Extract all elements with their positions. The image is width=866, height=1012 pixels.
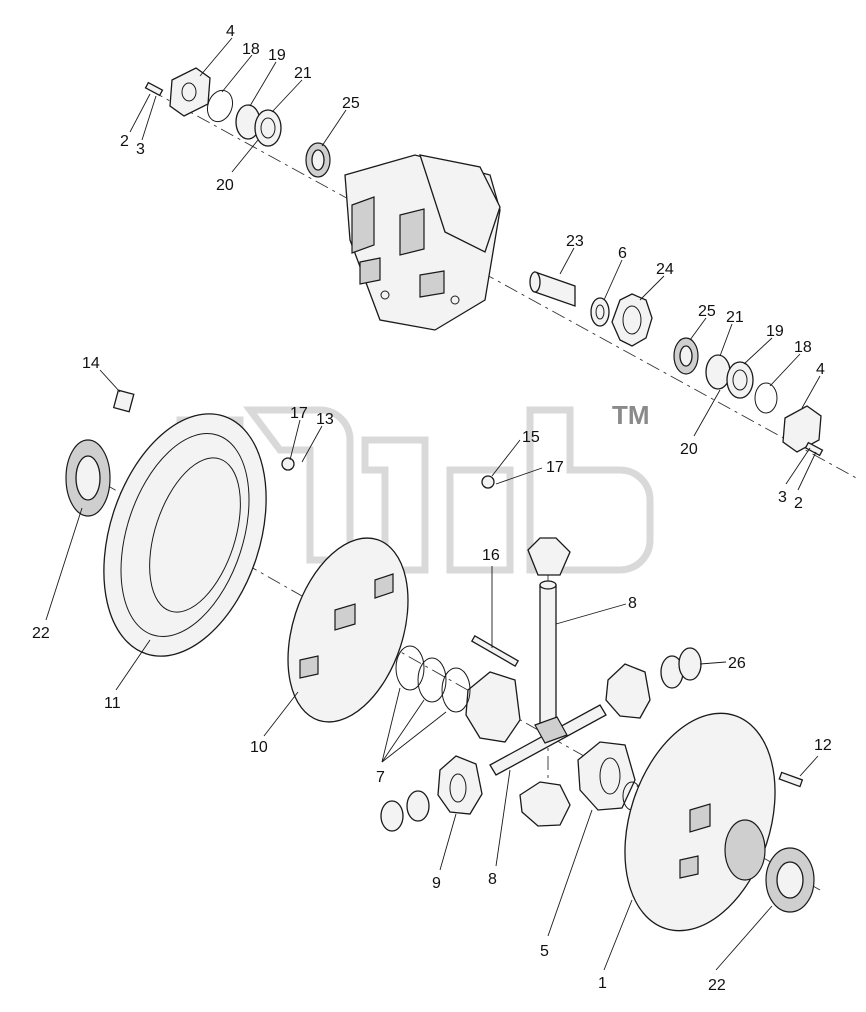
callout-26: 26 xyxy=(728,655,746,672)
leader-lines xyxy=(45,37,821,971)
callout-21: 21 xyxy=(294,65,312,82)
callout-11: 11 xyxy=(104,695,121,712)
bearing-19-21-top xyxy=(235,104,282,147)
cover-flange-top xyxy=(169,67,211,117)
seal-22-left xyxy=(65,439,111,517)
callout-6: 6 xyxy=(618,245,627,262)
callout-25: 25 xyxy=(698,303,716,320)
callout-20: 20 xyxy=(216,177,234,194)
differential-housing xyxy=(344,154,501,331)
callout-4: 4 xyxy=(816,361,825,378)
callout-2: 2 xyxy=(120,133,129,150)
callout-19: 19 xyxy=(268,47,286,64)
washers-9 xyxy=(380,790,430,832)
callout-5: 5 xyxy=(540,943,549,960)
callout-21: 21 xyxy=(726,309,744,326)
bearing-19-21-right xyxy=(705,354,754,399)
callout-7: 7 xyxy=(376,769,385,786)
ring-gear-11 xyxy=(103,413,267,657)
oring-18-top xyxy=(206,89,234,123)
callout-22: 22 xyxy=(708,977,726,994)
callout-9: 9 xyxy=(432,875,441,892)
pinion-gear-9 xyxy=(437,755,483,815)
callout-18: 18 xyxy=(242,41,260,58)
callout-22: 22 xyxy=(32,625,50,642)
callout-17: 17 xyxy=(546,459,564,476)
pin-16 xyxy=(470,635,520,667)
callout-2: 2 xyxy=(794,495,803,512)
shims-7 xyxy=(395,645,471,713)
cross-shaft-8-vertical xyxy=(539,580,557,726)
callout-8: 8 xyxy=(628,595,637,612)
gear-24 xyxy=(611,293,653,347)
bolt-right xyxy=(804,441,824,457)
callout-15: 15 xyxy=(522,429,540,446)
callout-16: 16 xyxy=(482,547,500,564)
bolt-top xyxy=(144,81,164,97)
side-gear-left xyxy=(465,671,521,743)
callout-4: 4 xyxy=(226,23,235,40)
callout-14: 14 xyxy=(82,355,100,372)
diff-case-10 xyxy=(287,537,409,723)
side-gear-right xyxy=(605,663,651,719)
callout-12: 12 xyxy=(814,737,832,754)
pinion-shaft-23 xyxy=(529,271,576,307)
bevel-gear-bottom xyxy=(519,781,571,827)
callout-23: 23 xyxy=(566,233,584,250)
callout-labels: 4 18 19 21 25 2 3 20 23 6 24 25 21 19 18… xyxy=(32,23,832,994)
bolt-14 xyxy=(112,389,135,413)
cross-hub xyxy=(534,716,568,744)
bevel-gear-top xyxy=(527,537,571,576)
callout-19: 19 xyxy=(766,323,784,340)
diff-case-1 xyxy=(624,712,776,932)
watermark-trademark: TM xyxy=(612,400,650,430)
callout-25: 25 xyxy=(342,95,360,112)
washer-6 xyxy=(590,297,610,327)
callout-20: 20 xyxy=(680,441,698,458)
nut-17 xyxy=(281,457,495,489)
bolt-12 xyxy=(778,771,804,788)
callout-1: 1 xyxy=(598,975,607,992)
callout-3: 3 xyxy=(136,141,145,158)
callout-18: 18 xyxy=(794,339,812,356)
oring-18-right xyxy=(754,382,778,414)
callout-13: 13 xyxy=(316,411,334,428)
washers-26 xyxy=(660,647,702,689)
callout-10: 10 xyxy=(250,739,268,756)
seal-25-top xyxy=(305,142,331,178)
callout-8: 8 xyxy=(488,871,497,888)
seal-22-right xyxy=(765,847,815,913)
callout-17: 17 xyxy=(290,405,308,422)
callout-24: 24 xyxy=(656,261,674,278)
side-gear-5 xyxy=(577,741,636,811)
seal-25-right xyxy=(673,337,699,375)
cover-flange-right xyxy=(782,405,822,453)
callout-3: 3 xyxy=(778,489,787,506)
